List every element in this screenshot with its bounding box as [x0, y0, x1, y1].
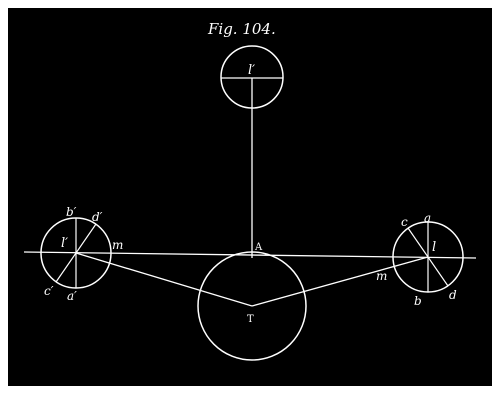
right-moon-diagonal-diameter [407, 227, 449, 287]
label-right-b: b [414, 294, 422, 308]
label-right-a: a [424, 211, 431, 225]
earth-circle [197, 251, 307, 361]
label-left-c: c′ [44, 284, 54, 298]
right-moon [392, 221, 464, 293]
label-left-d: d′ [92, 210, 103, 224]
label-earth-T: T [247, 314, 254, 325]
label-left-m: m [112, 238, 123, 252]
plate-background [8, 8, 492, 386]
horizontal-axis-line [23, 251, 477, 259]
left-moon [40, 217, 112, 289]
label-left-a: a′ [67, 289, 77, 303]
label-left-moon: l′ [61, 236, 68, 251]
line-T-to-right-moon [251, 256, 429, 307]
label-right-m: m [376, 269, 387, 283]
line-T-to-left-moon [75, 252, 253, 307]
label-point-A: A [254, 242, 263, 253]
top-moon [220, 45, 284, 109]
top-moon-circle [220, 45, 284, 109]
label-right-l: l [432, 240, 436, 255]
label-right-c: c [401, 215, 408, 229]
label-left-b: b′ [66, 205, 77, 219]
label-top-moon: l′ [248, 63, 255, 78]
label-right-d: d [449, 288, 457, 302]
left-moon-diagonal-diameter [55, 223, 97, 283]
figure-caption: Fig. 104. [207, 20, 276, 38]
